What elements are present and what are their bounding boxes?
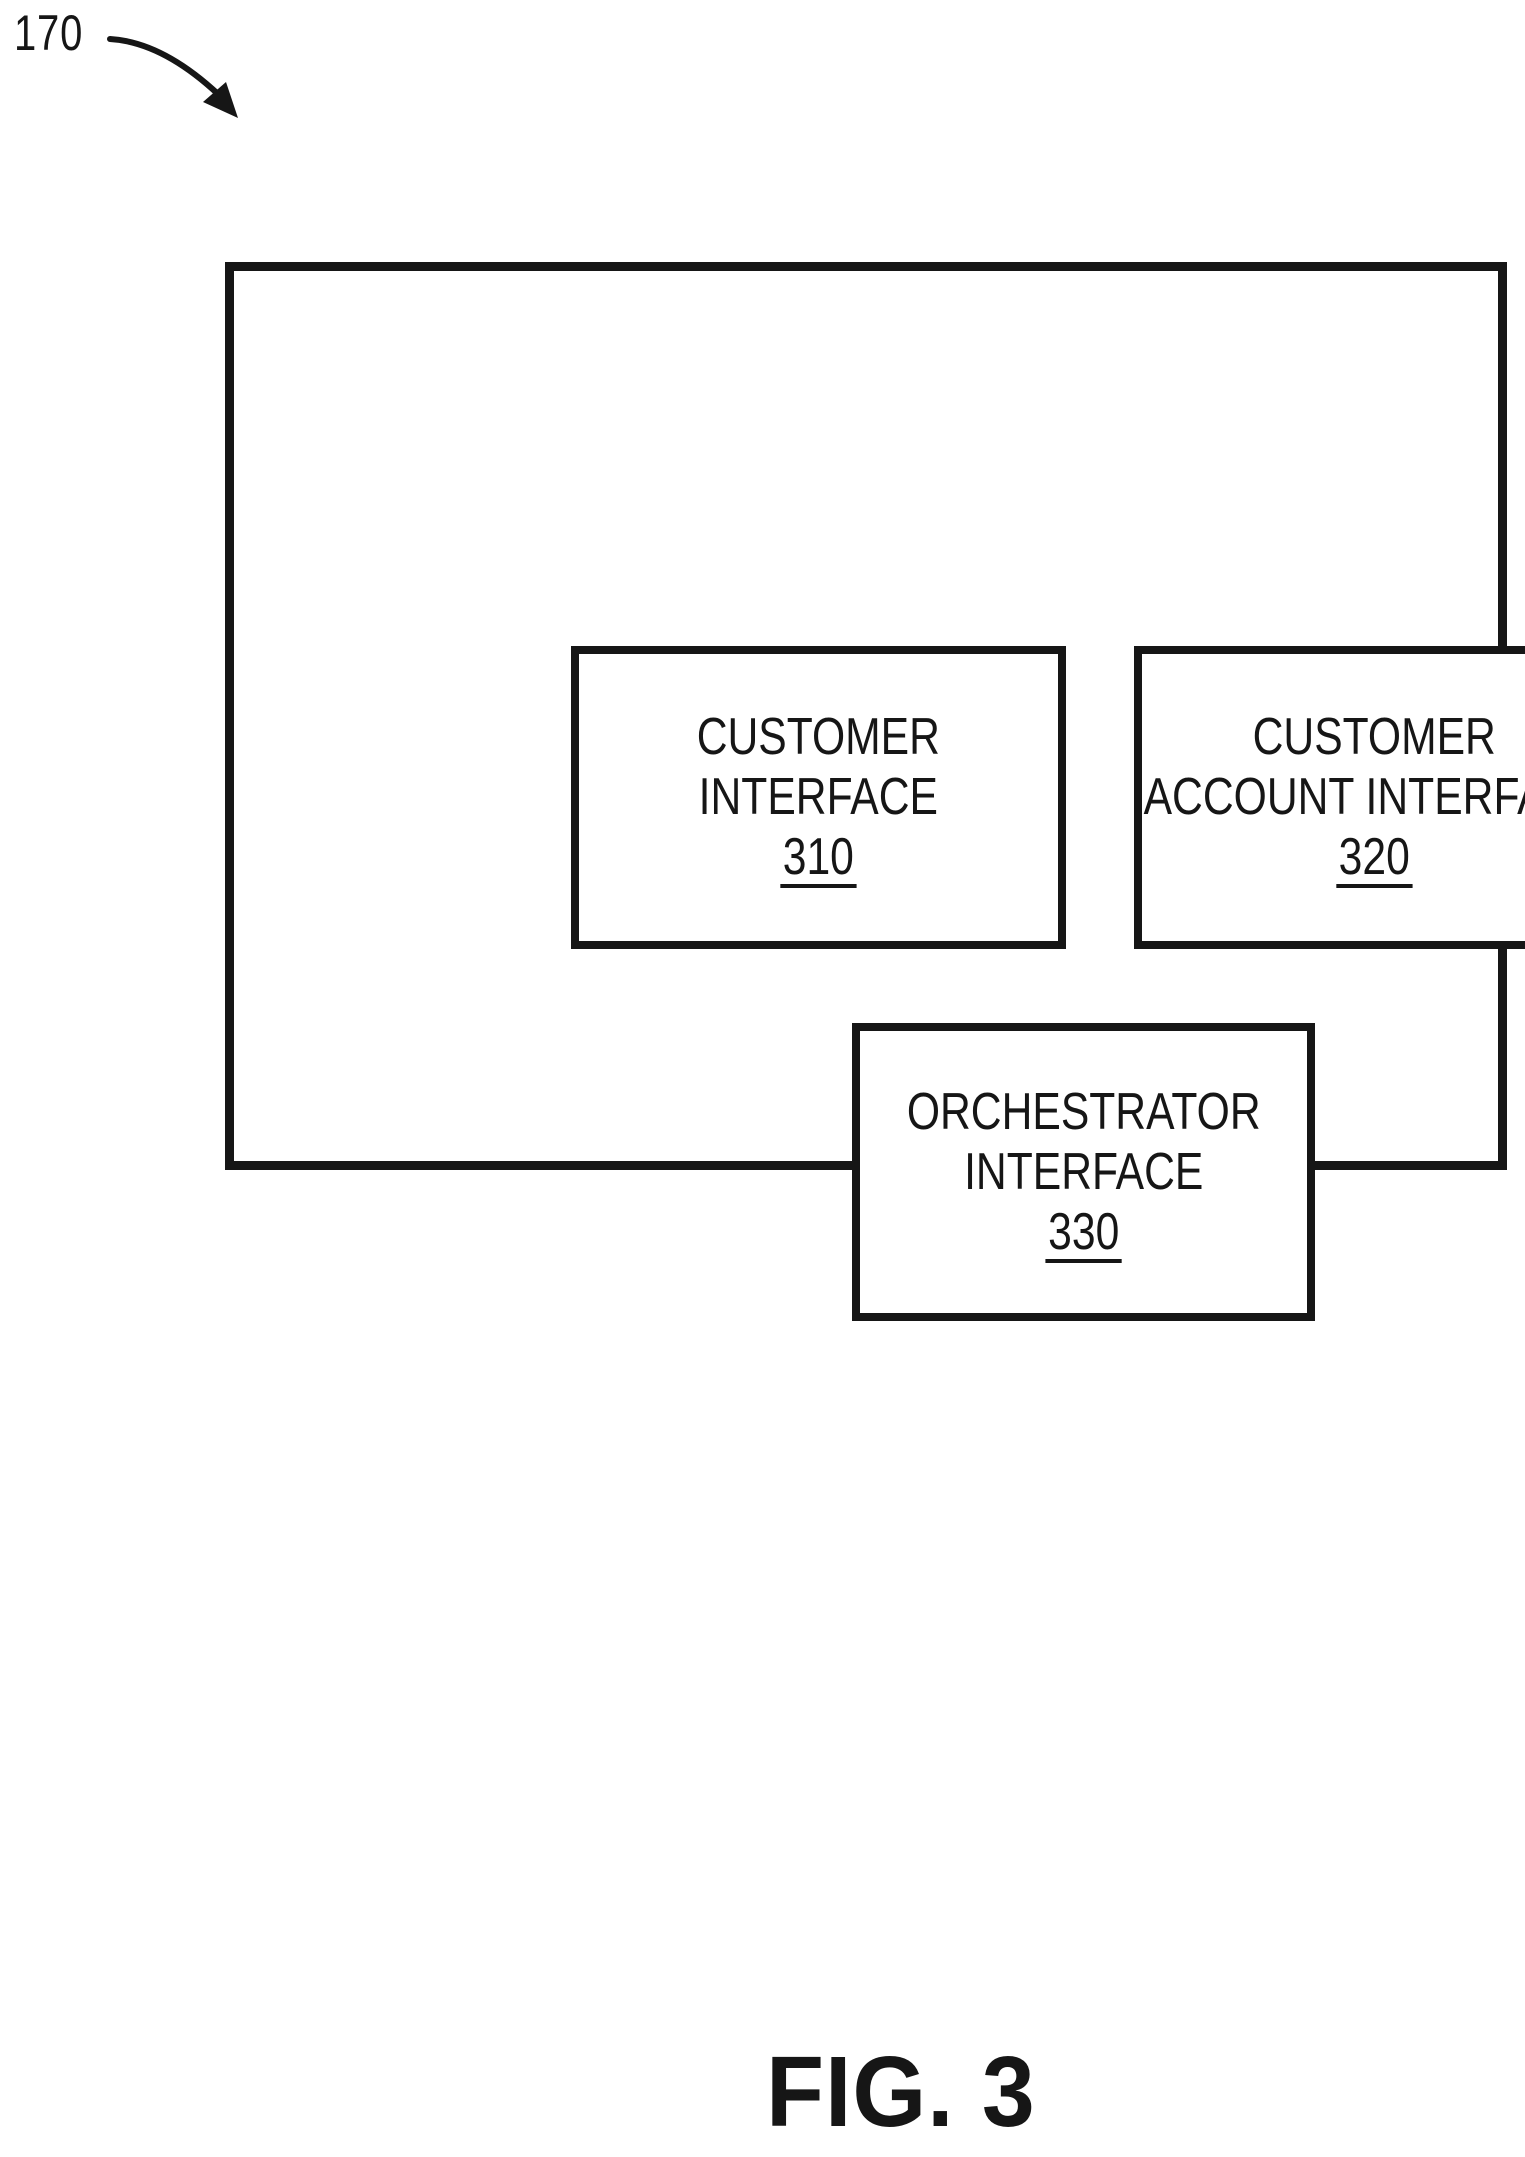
block-customer-account-interface-label: CUSTOMER ACCOUNT INTERFACE 320	[1144, 707, 1525, 888]
block-title-line: INTERFACE	[963, 1142, 1204, 1201]
block-title-line: CUSTOMER	[696, 708, 941, 766]
block-customer-interface: CUSTOMER INTERFACE 310	[571, 646, 1066, 949]
block-orchestrator-interface: ORCHESTRATOR INTERFACE 330	[852, 1023, 1315, 1321]
block-reference-number: 330	[1045, 1206, 1122, 1263]
block-reference-number: 310	[780, 831, 857, 888]
block-ref-line: 320	[1144, 827, 1525, 888]
block-title-line: INTERFACE	[698, 768, 939, 826]
block-ref-line: 310	[697, 827, 940, 888]
block-title-line: ORCHESTRATOR	[906, 1082, 1261, 1141]
system-boundary-box: CUSTOMER INTERFACE 310 CUSTOMER ACCOUNT …	[225, 262, 1525, 1321]
figure-caption: FIG. 3	[766, 2036, 1036, 2148]
block-ref-line: 330	[907, 1202, 1261, 1263]
block-title-line: CUSTOMER	[1252, 708, 1497, 766]
block-orchestrator-interface-label: ORCHESTRATOR INTERFACE 330	[906, 1082, 1261, 1263]
figure-reference-number: 170	[14, 5, 84, 61]
block-customer-interface-label: CUSTOMER INTERFACE 310	[697, 707, 940, 888]
block-customer-account-interface: CUSTOMER ACCOUNT INTERFACE 320	[1134, 646, 1525, 949]
block-reference-number: 320	[1336, 831, 1413, 888]
curved-lead-arrow-icon	[107, 36, 238, 118]
block-title-line: ACCOUNT INTERFACE	[1143, 768, 1525, 826]
